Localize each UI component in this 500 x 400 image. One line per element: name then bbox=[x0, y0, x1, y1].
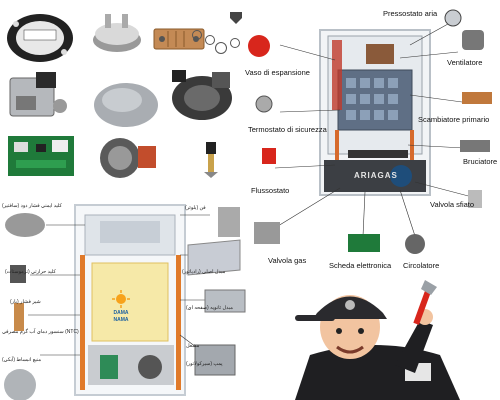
logo-text-1: DAMA bbox=[113, 310, 129, 316]
arabic-label-left-4: شير فشار (بار) bbox=[10, 299, 41, 305]
thermostat-disk-photo bbox=[90, 10, 145, 58]
label-ventilatore: Ventilatore bbox=[447, 58, 483, 67]
arabic-label-right-4: مشعل bbox=[186, 343, 200, 349]
logo-sun-icon bbox=[112, 290, 130, 308]
label-pressostato-aria: Pressostato aria bbox=[383, 9, 438, 18]
circulator-pump-photo bbox=[90, 132, 160, 182]
pressure-switch-photo bbox=[4, 10, 76, 64]
arabic-label-right-5: پمپ (سيركولاتور) bbox=[186, 361, 223, 367]
technician-mascot-illustration bbox=[295, 280, 460, 400]
label-valvola-sfiato: Valvola sfiato bbox=[430, 200, 475, 209]
label-vaso-espansione: Vaso di espansione bbox=[245, 68, 310, 77]
pcb-photo bbox=[6, 132, 76, 180]
sensor-photo bbox=[196, 138, 226, 178]
arabic-label-right-1: فن (بلوئر) bbox=[185, 205, 206, 211]
o-ring-icon bbox=[205, 35, 215, 45]
o-ring-icon bbox=[192, 30, 202, 40]
arabic-label-left-5: منبع انبساط (آبكي) bbox=[2, 357, 42, 363]
boiler-brand: ARIAGAS bbox=[354, 171, 398, 180]
label-scambiatore-primario: Scambiatore primario bbox=[418, 115, 490, 124]
label-circolatore: Circolatore bbox=[403, 261, 440, 270]
gas-valve-photo bbox=[6, 68, 70, 124]
arabic-label-left-2: كليد حرارتي (ترموستات) bbox=[5, 269, 56, 275]
arabic-label-left-3: سنسور دماي آب گرم مصرفي (NTC) bbox=[2, 329, 79, 335]
o-ring-icon bbox=[215, 42, 227, 54]
arabic-label-left-1: كليد ايمني فشار دود (سافتير) bbox=[2, 203, 62, 209]
cutaway-illustration bbox=[4, 204, 246, 400]
fan-blower-photo bbox=[168, 66, 240, 124]
arabic-label-right-3: مبدل ثانويه (صفحه اي) bbox=[186, 305, 233, 311]
label-scheda-elettronica: Scheda elettronica bbox=[329, 261, 392, 270]
o-ring-icon bbox=[230, 38, 240, 48]
logo-text-2: NAMA bbox=[113, 317, 129, 323]
bracket-photo bbox=[228, 10, 244, 26]
boiler-illustration bbox=[248, 9, 492, 254]
label-termostato-sicurezza: Termostato di sicurezza bbox=[248, 125, 327, 134]
arabic-label-right-2: مبدل اصلي (رادياتور) bbox=[182, 269, 226, 275]
label-valvola-gas: Valvola gas bbox=[268, 256, 307, 265]
expansion-vessel-photo bbox=[92, 80, 160, 130]
label-flussostato: Flussostato bbox=[251, 186, 290, 195]
label-bruciatore: Bruciatore bbox=[463, 157, 498, 166]
